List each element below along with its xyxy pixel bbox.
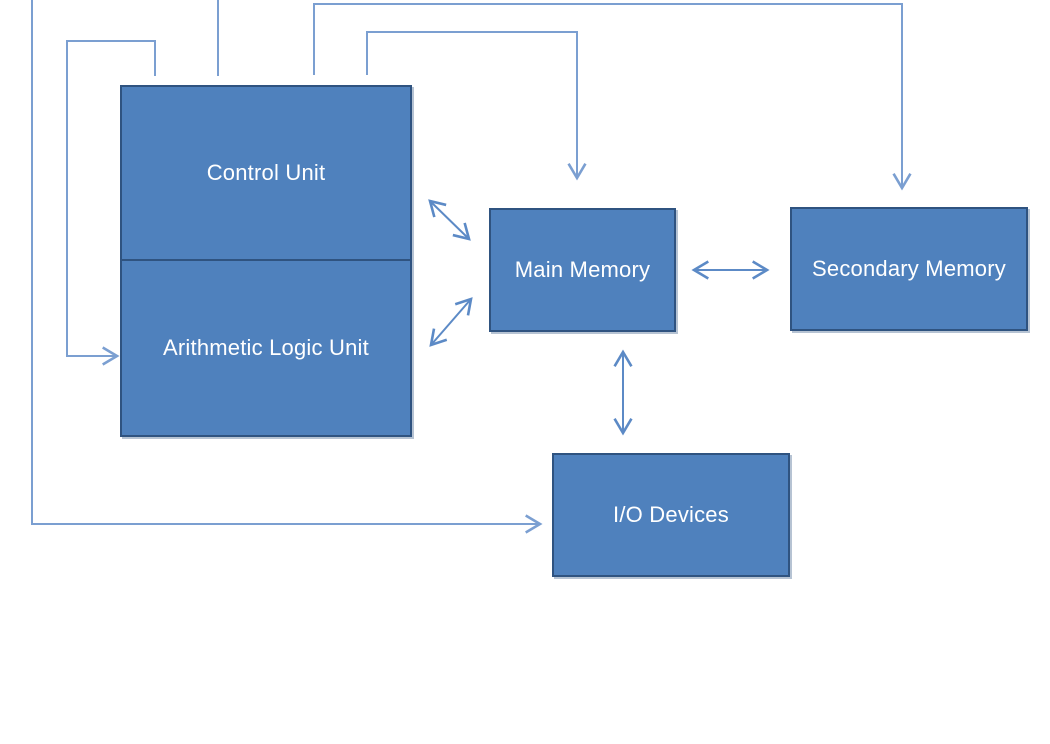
- edge-cpu-main-memory-lower: [429, 297, 473, 347]
- io-devices-label: I/O Devices: [613, 502, 729, 527]
- edge-control-unit-to-secondary-memory: [313, 3, 912, 191]
- main-memory-label: Main Memory: [514, 257, 651, 282]
- control-unit-label: Control Unit: [206, 160, 326, 185]
- node-secondary-memory: Secondary Memory: [790, 207, 1028, 331]
- edge-top-to-io-devices: [31, 0, 543, 534]
- node-arithmetic-logic-unit: Arithmetic Logic Unit: [122, 261, 410, 435]
- node-main-memory: Main Memory: [489, 208, 676, 332]
- arithmetic-logic-unit-label: Arithmetic Logic Unit: [163, 335, 369, 360]
- edge-cpu-main-memory-upper: [428, 199, 471, 241]
- node-cpu: Control Unit Arithmetic Logic Unit: [120, 85, 412, 437]
- secondary-memory-label: Secondary Memory: [812, 256, 1006, 281]
- node-control-unit: Control Unit: [122, 87, 410, 259]
- edge-control-unit-to-main-memory: [366, 31, 587, 181]
- edge-control-unit-to-alu: [66, 40, 156, 366]
- node-io-devices: I/O Devices: [552, 453, 790, 577]
- cpu-divider-line: [122, 259, 410, 261]
